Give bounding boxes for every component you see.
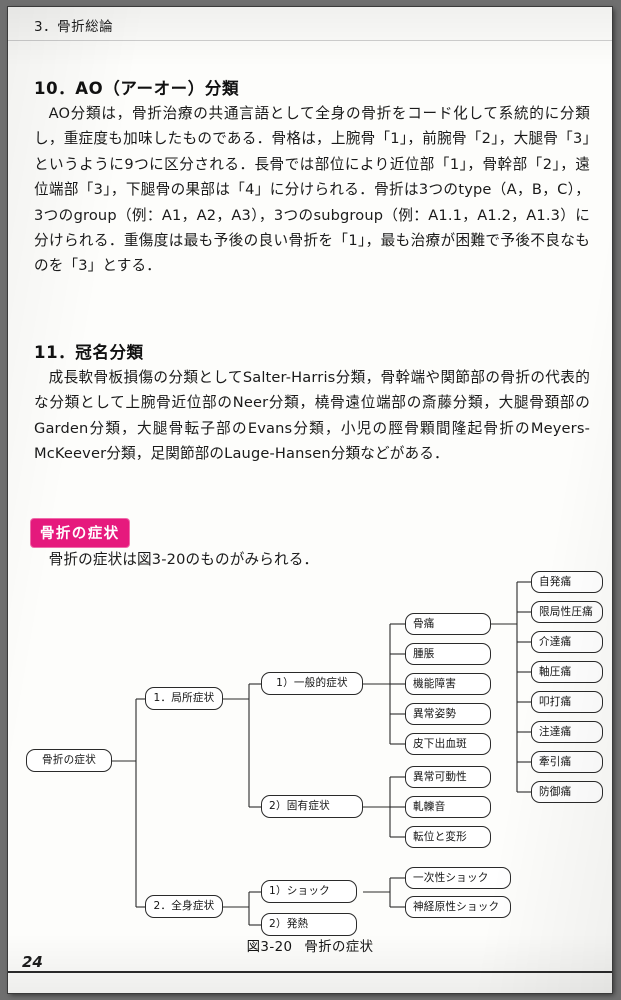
tree-node-root: 骨折の症状 [26,749,112,772]
tree-node-pain-guarding: 防御痛 [531,781,603,803]
tree-node-neurogenic-shock: 神経原性ショック [405,896,511,918]
tree-node-pain-transmitted: 注達痛 [531,721,603,743]
tree-node-abnormal-posture: 異常姿勢 [405,703,491,725]
tree-node-displacement-deformity: 転位と変形 [405,826,491,848]
tree-node-functional-impairment: 機能障害 [405,673,491,695]
figure-caption-title: 骨折の症状 [304,940,374,955]
tree-node-pain-axial-compression: 軸圧痛 [531,661,603,683]
tree-node-bone-pain: 骨痛 [405,613,491,635]
figure-tree-diagram: 骨折の症状 1．局所症状 2．全身症状 1）一般的症状 2）固有症状 1）ショッ… [8,567,612,942]
tree-node-pain-referred: 介達痛 [531,631,603,653]
tree-node-subcutaneous-hemorrhage: 皮下出血斑 [405,733,491,755]
symptom-badge-wrapper: 骨折の症状 [30,518,130,548]
figure-caption: 図3-20 骨折の症状 [8,935,612,955]
section-body-eponym: 成長軟骨板損傷の分類としてSalter-Harris分類，骨幹端や関節部の骨折の… [34,369,590,463]
running-head: 3．骨折総論 [34,19,114,35]
section-body-ao: AO分類は，骨折治療の共通言語として全身の骨折をコード化して系統的に分類し，重症… [34,105,590,275]
tree-node-crepitus: 軋轢音 [405,796,491,818]
symptom-badge: 骨折の症状 [30,518,130,548]
textbook-page: 3．骨折総論 10．AO（アーオー）分類 AO分類は，骨折治療の共通言語として全… [8,7,612,993]
page-number: 24 [22,953,43,971]
tree-node-primary-shock: 一次性ショック [405,867,511,889]
tree-node-pain-spontaneous: 自発痛 [531,571,603,593]
tree-connector-lines [112,581,531,926]
section-heading-eponym: 11．冠名分類 [34,343,144,362]
tree-node-abnormal-mobility: 異常可動性 [405,766,491,788]
header-rule [8,40,612,41]
tree-node-pain-localized-tenderness: 限局性圧痛 [531,601,603,623]
symptom-body-text: 骨折の症状は図3-20のものがみられる． [48,551,319,568]
figure-caption-number: 図3-20 [246,940,293,955]
tree-node-fever: 2）発熱 [261,913,357,936]
tree-node-general-symptoms: 1）一般的症状 [261,672,363,695]
tree-node-specific-symptoms: 2）固有症状 [261,795,363,818]
tree-node-pain-percussion: 叩打痛 [531,691,603,713]
tree-node-pain-traction: 牽引痛 [531,751,603,773]
tree-node-swelling: 腫脹 [405,643,491,665]
footer-rule [8,971,612,973]
tree-node-systemic-symptoms: 2．全身症状 [145,895,223,918]
section-heading-ao: 10．AO（アーオー）分類 [34,79,240,98]
tree-node-shock: 1）ショック [261,880,357,903]
tree-node-local-symptoms: 1．局所症状 [145,687,223,710]
